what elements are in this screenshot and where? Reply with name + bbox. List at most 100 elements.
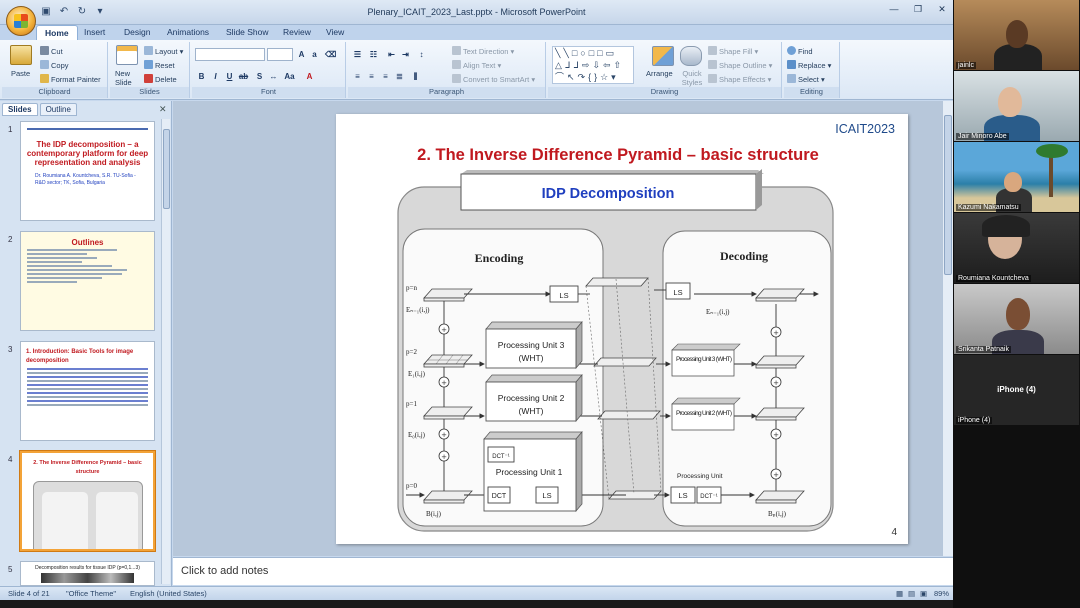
tab-home[interactable]: Home [36,25,78,40]
normal-view-icon[interactable]: ▦ [896,589,904,598]
participants-strip: jainlc Jair Minoro Abe Kazumi Nakamatsu … [953,0,1080,608]
shape-effects-button[interactable]: Shape Effects ▾ [708,74,771,84]
minimize-icon[interactable]: — [889,4,899,14]
editor-scroll-thumb[interactable] [944,115,952,275]
strikethrough-icon[interactable]: ab [238,72,249,81]
tab-slides-panel[interactable]: Slides [2,103,38,116]
tab-outline-panel[interactable]: Outline [39,103,77,116]
slide-thumbnail-3[interactable]: 1. Introduction: Basic Tools for image d… [20,341,155,441]
clipboard-group: Paste Cut Copy Format Painter Clipboard [2,42,108,98]
editor-scrollbar[interactable] [942,101,953,556]
new-slide-button[interactable]: New Slide [115,69,132,87]
current-slide[interactable]: ICAIT2023 2. The Inverse Difference Pyra… [336,114,908,544]
select-button[interactable]: Select ▾ [787,74,825,84]
italic-icon[interactable]: I [214,72,217,81]
justify-icon[interactable]: ≣ [396,72,403,81]
processing-unit-2 [485,374,583,422]
tab-insert[interactable]: Insert [84,27,106,37]
quick-styles-icon[interactable] [680,46,702,66]
redo-icon[interactable]: ↻ [77,6,87,17]
font-size-select[interactable] [267,48,293,61]
svg-text:+: + [441,431,447,439]
underline-icon[interactable]: U [226,72,233,81]
pu2-wht-label: (WHT) [518,406,543,416]
cut-button[interactable]: Cut [40,46,63,56]
font-color-icon[interactable]: A [306,72,313,81]
dec-pu-label: Processing Unit [677,473,723,480]
find-button[interactable]: Find [787,46,813,56]
arrange-button[interactable]: Arrange [646,69,673,78]
text-direction-button[interactable]: Text Direction ▾ [452,46,514,56]
reset-button[interactable]: Reset [144,60,175,70]
participant-tile-4[interactable]: Roumiana Kountcheva [954,213,1079,283]
char-spacing-icon[interactable]: ↔ [269,72,278,81]
slide-thumbnail-2[interactable]: Outlines [20,231,155,331]
arrange-icon[interactable] [652,46,674,66]
shape-outline-button[interactable]: Shape Outline ▾ [708,60,772,70]
layout-button[interactable]: Layout ▾ [144,46,183,56]
close-panel-icon[interactable]: ✕ [159,104,167,114]
panel-scrollbar[interactable] [161,119,170,584]
participant-tile-2[interactable]: Jair Minoro Abe [954,71,1079,141]
tab-design[interactable]: Design [124,27,151,37]
increase-indent-icon[interactable]: ⇥ [402,50,409,59]
ls-label: LS [673,288,682,297]
notes-pane[interactable]: Click to add notes [173,557,953,585]
office-button[interactable] [6,6,36,36]
dec-pu2-label: Processing Unit 2 (WHT) [676,410,732,417]
copy-button[interactable]: Copy [40,60,69,70]
slideshow-view-icon[interactable]: ▣ [920,589,928,598]
shape-fill-button[interactable]: Shape Fill ▾ [708,46,758,56]
align-right-icon[interactable]: ≡ [383,72,388,81]
align-center-icon[interactable]: ≡ [369,72,374,81]
slide-thumbnail-1[interactable]: The IDP decomposition – a contemporary p… [20,121,155,221]
participant-tile-5[interactable]: Srikanta Patnaik [954,284,1079,354]
delete-button[interactable]: Delete [144,74,177,84]
language[interactable]: English (United States) [130,589,207,598]
align-text-button[interactable]: Align Text ▾ [452,60,501,70]
font-name-select[interactable] [195,48,265,61]
shapes-gallery[interactable]: ╲╲□○□□▭ △ᒧᒧ⇨⇩⇦⇧ ⌒↖↷{}☆▾ [552,46,634,84]
line-spacing-icon[interactable]: ↕ [419,50,424,59]
format-painter-button[interactable]: Format Painter [40,74,101,84]
undo-icon[interactable]: ↶ [59,6,69,17]
screen-bottom-edge [0,600,953,608]
new-slide-icon[interactable] [116,45,138,65]
paste-button[interactable]: Paste [11,69,31,78]
save-icon[interactable]: ▣ [41,6,51,17]
columns-icon[interactable]: ⫼ [413,72,418,81]
slide-thumbnail-5[interactable]: Decomposition results for tissue IDP (p=… [20,561,155,586]
b-ij-label: B(i,j) [426,510,442,518]
restore-icon[interactable]: ❐ [913,4,923,14]
slide-thumbnail-4[interactable]: 2. The Inverse Difference Pyramid – basi… [20,451,155,551]
participant-tile-3[interactable]: Kazumi Nakamatsu [954,142,1079,212]
grow-font-icon[interactable]: A [298,50,305,59]
bp-label: Bₚ(i,j) [768,510,787,518]
shrink-font-icon[interactable]: a [312,50,317,59]
reset-label: Reset [155,61,175,70]
paste-icon[interactable] [10,45,32,65]
align-left-icon[interactable]: ≡ [355,72,360,81]
change-case-icon[interactable]: Aa [284,72,295,81]
bold-icon[interactable]: B [198,72,205,81]
bullets-icon[interactable]: ☰ [353,50,362,59]
numbering-icon[interactable]: ☷ [369,50,378,59]
panel-scroll-thumb[interactable] [163,129,170,209]
tab-slide-show[interactable]: Slide Show [226,27,269,37]
zoom-level[interactable]: 89% [934,589,950,598]
decrease-indent-icon[interactable]: ⇤ [388,50,395,59]
close-icon[interactable]: ✕ [938,4,946,14]
participant-tile-6[interactable]: iPhone (4) iPhone (4) [954,355,1079,425]
cursor-icon [787,74,796,83]
quick-styles-button[interactable]: Quick Styles [681,69,703,87]
participant-tile-1[interactable]: jainlc [954,0,1079,70]
tab-review[interactable]: Review [283,27,311,37]
replace-button[interactable]: Replace ▾ [787,60,831,70]
convert-smartart-button[interactable]: Convert to SmartArt ▾ [452,74,535,84]
shadow-icon[interactable]: S [256,72,263,81]
tab-animations[interactable]: Animations [167,27,210,37]
customize-qat-icon[interactable]: ▾ [97,6,103,17]
tab-view[interactable]: View [326,27,345,37]
clear-format-icon[interactable]: ⌫ [325,50,337,59]
sorter-view-icon[interactable]: ▤ [908,589,916,598]
